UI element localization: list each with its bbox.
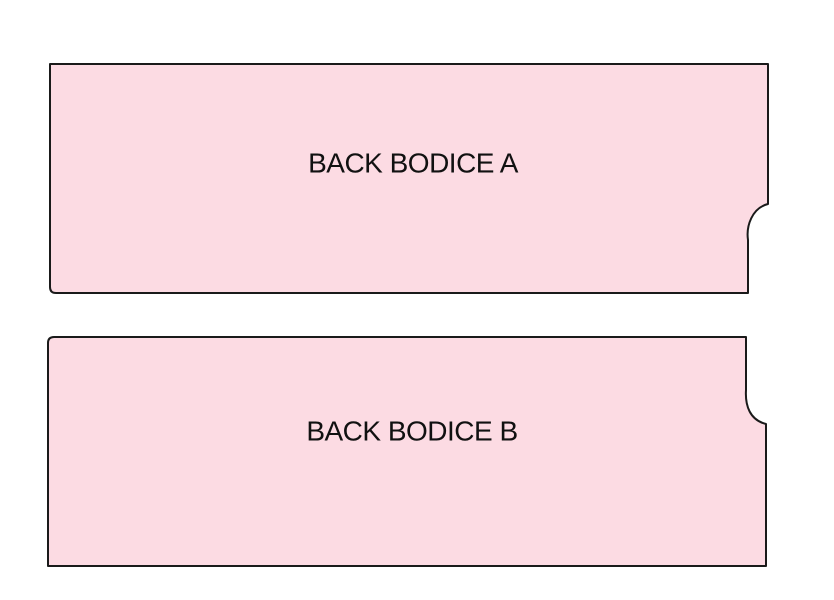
back-bodice-a-label: BACK BODICE A [308,147,519,178]
pattern-piece-back-bodice-a: BACK BODICE A [49,63,769,294]
back-bodice-b-label: BACK BODICE B [306,415,517,446]
back-bodice-b-shape [47,336,767,567]
back-bodice-a-shape [49,63,769,294]
pattern-piece-back-bodice-b: BACK BODICE B [47,336,767,567]
